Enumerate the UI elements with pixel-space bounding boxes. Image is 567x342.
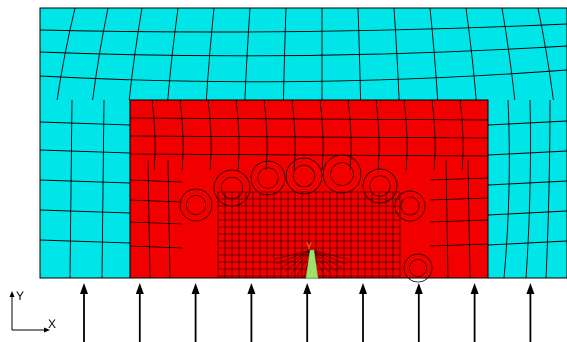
mesh-line	[129, 117, 489, 121]
mesh-line	[129, 199, 183, 203]
load-arrow	[470, 283, 479, 342]
load-arrows	[80, 283, 535, 342]
mesh-line	[297, 249, 312, 277]
mesh-line	[403, 253, 433, 283]
mesh-line	[310, 249, 342, 269]
mesh-line	[282, 7, 287, 101]
mesh-line	[244, 7, 251, 101]
mesh-line	[39, 209, 131, 214]
mesh-line	[429, 197, 489, 201]
mesh-line	[545, 99, 551, 279]
mesh-line	[487, 210, 567, 216]
mesh-line	[39, 239, 131, 244]
load-arrow	[135, 283, 144, 342]
x-axis-label: X	[48, 317, 56, 331]
mesh-line	[467, 159, 471, 279]
mesh-line	[92, 7, 109, 101]
mesh-line	[129, 221, 183, 225]
mesh-line	[393, 7, 400, 101]
load-arrow	[526, 283, 535, 342]
mesh-line	[400, 196, 420, 216]
crack-tip-zone	[305, 249, 319, 279]
mesh-line	[179, 188, 213, 222]
mesh-line	[487, 120, 567, 126]
mesh-line	[429, 177, 489, 181]
mesh-line	[285, 249, 312, 272]
mesh-line	[291, 99, 296, 171]
mesh-line	[257, 167, 279, 189]
mesh-line	[429, 219, 489, 223]
mesh-line	[56, 7, 76, 101]
mesh-line	[69, 99, 73, 279]
mesh-line	[487, 240, 567, 246]
mesh-line	[273, 249, 312, 260]
mesh-line	[310, 249, 337, 272]
mesh-line	[362, 168, 398, 204]
mesh-line	[101, 99, 105, 279]
mesh-line	[487, 180, 567, 186]
mesh-line	[205, 7, 215, 101]
coordinate-triad: Y X	[9, 289, 56, 333]
load-arrow	[303, 283, 312, 342]
y-axis-label: Y	[16, 289, 24, 303]
mesh-line	[501, 7, 516, 101]
load-arrow	[247, 283, 256, 342]
mesh-line	[330, 162, 354, 186]
mesh-line	[310, 249, 346, 265]
crack-tip-label: Y	[306, 241, 312, 251]
mesh-line	[167, 159, 171, 279]
mesh-line	[207, 99, 212, 171]
load-arrow	[80, 283, 88, 342]
mesh-line	[429, 243, 489, 247]
mesh-line	[290, 249, 312, 275]
mesh-line	[276, 249, 312, 265]
mesh-line	[129, 179, 183, 183]
mesh-line	[292, 164, 316, 188]
mesh-line	[263, 99, 268, 171]
mesh-line	[179, 99, 184, 171]
mesh-line	[151, 99, 156, 171]
mesh-line	[129, 153, 489, 157]
mesh-line	[429, 7, 439, 101]
mesh-line	[39, 23, 567, 33]
mesh-line	[322, 154, 362, 194]
mesh-line	[369, 175, 391, 197]
mesh-line	[465, 7, 477, 101]
mesh-line	[39, 121, 131, 126]
mesh-line	[39, 149, 131, 154]
mesh-line	[167, 7, 179, 101]
load-arrow	[191, 283, 200, 342]
inclusion-mesh-lines	[129, 99, 489, 279]
mesh-line	[280, 249, 312, 269]
mesh-line	[310, 249, 349, 260]
mesh-line	[39, 45, 567, 57]
mesh-line	[129, 245, 183, 249]
mesh-line	[250, 160, 286, 196]
mesh-line	[186, 195, 206, 215]
mesh-line	[503, 99, 510, 279]
mesh-line	[129, 135, 489, 139]
load-arrow	[359, 283, 367, 342]
mesh-line	[487, 150, 567, 156]
mesh-line	[235, 99, 240, 171]
mesh-line	[409, 259, 427, 277]
outer-mesh-lines	[39, 7, 567, 279]
load-arrow	[414, 283, 423, 342]
mesh-line	[39, 179, 131, 184]
mesh-line	[525, 99, 531, 279]
mesh-line	[537, 7, 554, 101]
mesh-line	[39, 69, 567, 83]
mesh-line	[285, 157, 323, 195]
mesh-line	[147, 159, 151, 279]
